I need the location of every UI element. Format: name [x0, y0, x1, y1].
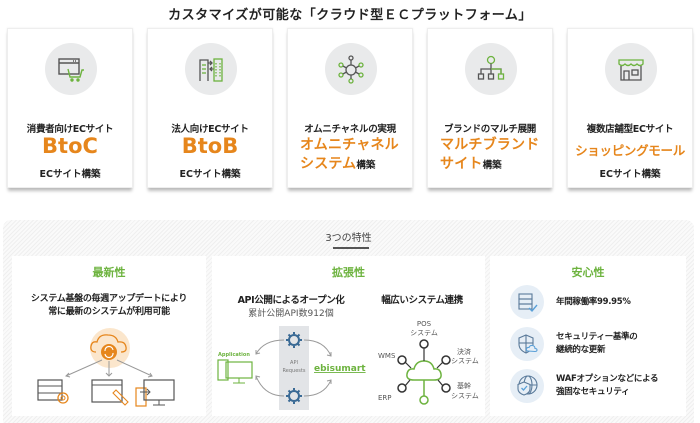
- headline-line-2: システム: [300, 156, 357, 172]
- card-headline: オムニチャネル システム構築: [288, 136, 412, 175]
- headline-line-2: サイト: [440, 156, 483, 172]
- panel-description: システム基盤の毎週アップデートにより 常に最新のシステムが利用可能: [12, 293, 206, 319]
- hub-network-icon: [325, 43, 377, 95]
- security-text-line-1: WAFオプションなどによる: [556, 374, 659, 384]
- page-title: カスタマイズが可能な「クラウド型ＥＣプラットフォーム」: [168, 8, 532, 23]
- browser-cart-icon: [45, 43, 97, 95]
- card-subtitle: 消費者向けECサイト: [26, 124, 114, 135]
- shield-globe-icon: [510, 369, 544, 403]
- headline-suffix: 構築: [482, 160, 502, 171]
- storefront-icon: [605, 43, 657, 95]
- gear-icon: [286, 388, 302, 404]
- features-title: 3つの特性: [325, 233, 372, 244]
- cloud-update-diagram: [37, 328, 175, 407]
- card-headline: BtoC: [42, 134, 98, 158]
- server-check-icon: [510, 285, 544, 319]
- integration-title: 幅広いシステム連携: [381, 295, 463, 306]
- card-shopping-mall[interactable]: 複数店舗型ECサイト ショッピングモール ECサイト構築: [567, 28, 693, 188]
- security-text: セキュリティー基準の 継続的な更新: [556, 331, 638, 357]
- integration-network-diagram: POS システム WMS ERP 決済 システム 基幹 システム: [378, 320, 479, 405]
- panel-latest: 最新性 システム基盤の毎週アップデートにより 常に最新のシステムが利用可能: [12, 256, 206, 416]
- card-omnichannel[interactable]: オムニチャネルの実現 オムニチャネル システム構築: [287, 28, 413, 188]
- card-footer: ECサイト構築: [599, 169, 661, 180]
- panel-security: 安心性 年間稼働率99.95%: [490, 256, 686, 416]
- security-item-waf: WAFオプションなどによる 強固なセキュリティ: [510, 369, 680, 407]
- card-subtitle: ブランドのマルチ展開: [443, 124, 536, 135]
- card-multibrand[interactable]: ブランドのマルチ展開 マルチブランド サイト構築: [427, 28, 553, 188]
- svg-text:基幹: 基幹: [457, 381, 471, 390]
- svg-text:API: API: [290, 360, 298, 366]
- security-text-line-1: セキュリティー基準の: [556, 332, 638, 342]
- features-section: 3つの特性 最新性 システム基盤の毎週アップデートにより 常に最新のシステムが利…: [3, 220, 694, 423]
- security-item-standards: セキュリティー基準の 継続的な更新: [510, 327, 680, 365]
- card-headline: ショッピングモール: [575, 143, 685, 158]
- svg-text:システム: システム: [410, 329, 438, 337]
- svg-text:WMS: WMS: [378, 352, 396, 360]
- card-headline: マルチブランド サイト構築: [428, 136, 552, 175]
- card-btoc[interactable]: 消費者向けECサイト BtoC ECサイト構築: [7, 28, 133, 188]
- title-underline: [333, 247, 369, 249]
- card-footer: ECサイト構築: [39, 169, 101, 180]
- hierarchy-tree-icon: [465, 43, 517, 95]
- api-count: 累計公開API数912個: [248, 309, 334, 319]
- security-item-uptime: 年間稼働率99.95%: [510, 285, 680, 323]
- card-btob[interactable]: 法人向けECサイト BtoB ECサイト構築: [147, 28, 273, 188]
- api-diagram: API Requests Application ebisumart: [217, 326, 366, 410]
- gear-icon: [286, 332, 302, 348]
- svg-text:システム: システム: [451, 357, 479, 365]
- card-headline: BtoB: [181, 134, 239, 158]
- security-text-line-2: 強固なセキュリティ: [556, 387, 630, 397]
- svg-text:ERP: ERP: [378, 394, 392, 402]
- panel-extensibility: 拡張性 API公開によるオープン化 累計公開API数912個 幅広いシステム連携…: [212, 256, 485, 416]
- security-text-line-2: 継続的な更新: [556, 345, 606, 355]
- svg-text:ebisumart: ebisumart: [314, 364, 366, 374]
- svg-text:システム: システム: [451, 392, 479, 400]
- svg-text:POS: POS: [417, 320, 432, 328]
- svg-text:Requests: Requests: [283, 368, 306, 374]
- security-text: 年間稼働率99.95%: [556, 297, 631, 307]
- buildings-exchange-icon: [185, 43, 237, 95]
- card-subtitle: 法人向けECサイト: [171, 124, 249, 135]
- panel-heading: 拡張性: [332, 266, 365, 279]
- svg-text:Application: Application: [218, 352, 250, 358]
- headline-suffix: 構築: [356, 160, 376, 171]
- platform-cards: 消費者向けECサイト BtoC ECサイト構築 法人向けECサイト BtoB E…: [0, 28, 700, 190]
- card-subtitle: オムニチャネルの実現: [304, 124, 396, 135]
- card-subtitle: 複数店舗型ECサイト: [586, 124, 674, 135]
- headline-line-1: オムニチャネル: [300, 137, 399, 153]
- security-text: WAFオプションなどによる 強固なセキュリティ: [556, 373, 659, 399]
- card-footer: ECサイト構築: [179, 169, 241, 180]
- headline-line-1: マルチブランド: [440, 137, 540, 153]
- panel-heading: 安心性: [571, 266, 605, 279]
- description-line-2: 常に最新のシステムが利用可能: [48, 307, 170, 317]
- panel-heading: 最新性: [92, 266, 126, 279]
- api-title: API公開によるオープン化: [237, 295, 345, 306]
- shield-cloud-icon: [510, 327, 544, 361]
- svg-text:決済: 決済: [457, 347, 471, 356]
- description-line-1: システム基盤の毎週アップデートにより: [30, 294, 188, 304]
